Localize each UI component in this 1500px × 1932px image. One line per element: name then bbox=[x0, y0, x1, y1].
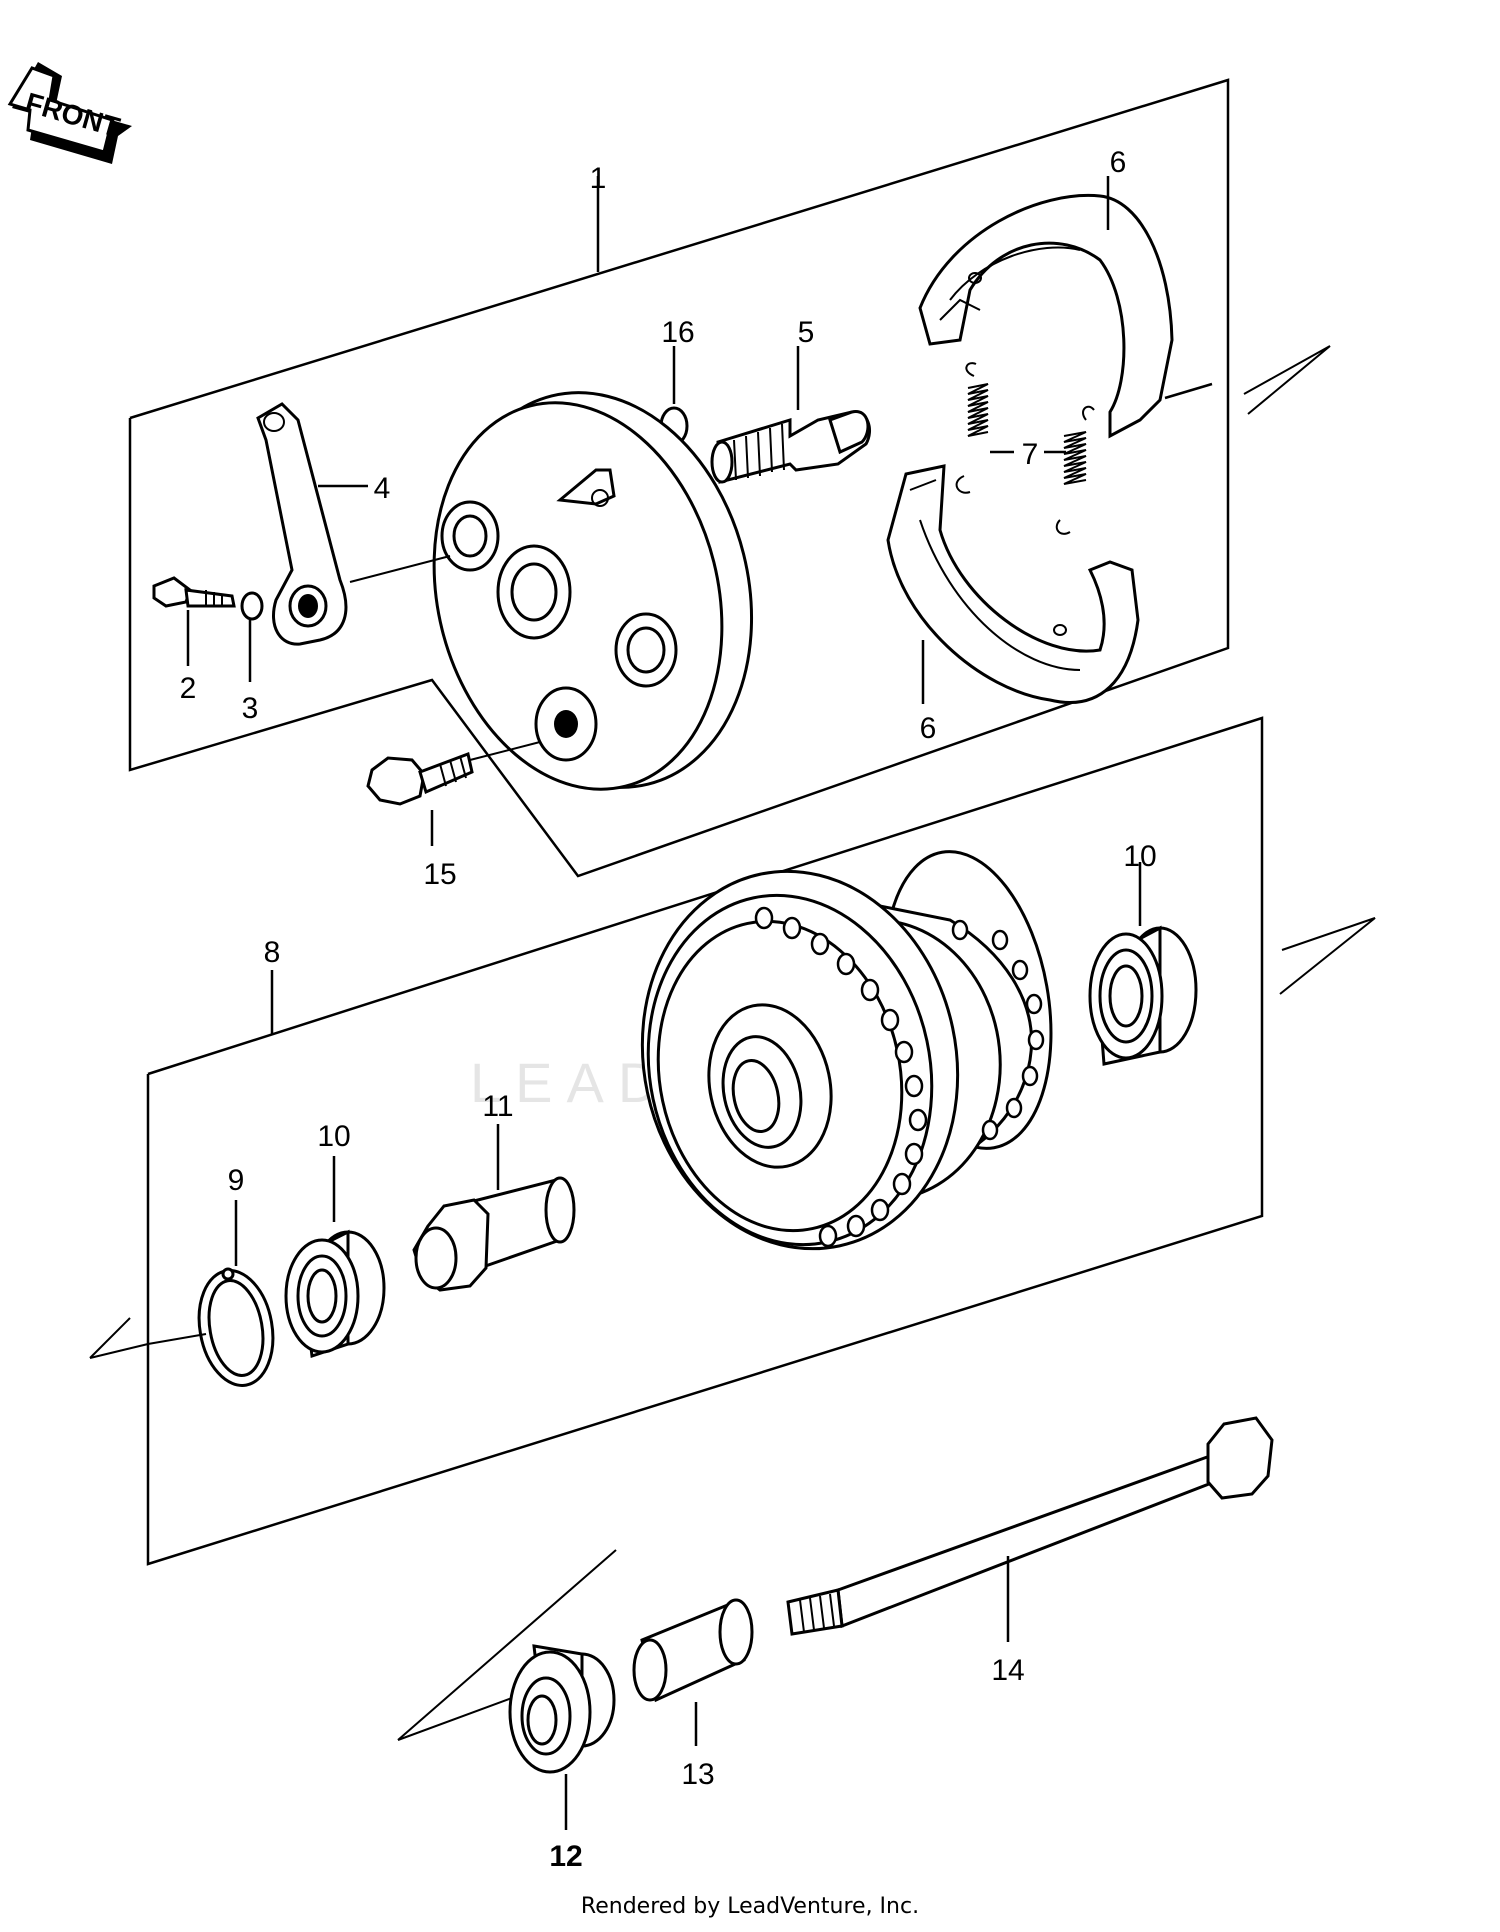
lever-washer bbox=[240, 591, 264, 621]
axle-collar bbox=[508, 1644, 616, 1774]
callout-8: 8 bbox=[264, 936, 281, 969]
brake-camshaft bbox=[710, 410, 871, 484]
callout-10-left: 10 bbox=[317, 1120, 350, 1153]
callout-4: 4 bbox=[374, 472, 391, 505]
wheel-hub bbox=[640, 850, 1053, 1251]
leader-line-15b bbox=[469, 741, 541, 761]
spring-right bbox=[1055, 405, 1095, 535]
callout-6-lower: 6 bbox=[920, 712, 937, 745]
callout-15: 15 bbox=[423, 858, 456, 891]
brake-cam-lever bbox=[256, 402, 348, 646]
leader-line-6a-b bbox=[1164, 382, 1213, 400]
callout-7: 7 bbox=[1022, 438, 1039, 471]
render-credit: Rendered by LeadVenture, Inc. bbox=[580, 1894, 920, 1919]
lever-bolt bbox=[152, 576, 236, 608]
spring-left bbox=[955, 362, 989, 494]
callout-11: 11 bbox=[482, 1090, 513, 1123]
leader-line-lever-plate bbox=[349, 555, 451, 583]
callout-5: 5 bbox=[798, 316, 815, 349]
hub-spacer bbox=[412, 1176, 576, 1292]
hub-assembly-frame bbox=[146, 716, 1264, 1566]
callout-1: 1 bbox=[590, 162, 607, 195]
centerline-marks bbox=[89, 345, 1376, 1741]
brake-panel-assembly-frame bbox=[128, 78, 1230, 878]
circlip bbox=[197, 1267, 275, 1387]
brake-backing-plate bbox=[432, 391, 754, 791]
brake-shoe-lower bbox=[886, 464, 1140, 704]
callout-9: 9 bbox=[228, 1164, 245, 1197]
front-axle bbox=[786, 1416, 1274, 1636]
bearing-left bbox=[284, 1229, 386, 1359]
callout-3: 3 bbox=[242, 692, 259, 725]
callout-14: 14 bbox=[991, 1654, 1024, 1687]
leader-line-9b bbox=[147, 1333, 207, 1345]
bearing-right bbox=[1088, 925, 1198, 1066]
flange-bolt bbox=[366, 751, 474, 806]
brake-shoe-upper bbox=[918, 193, 1174, 439]
callout-16: 16 bbox=[661, 316, 694, 349]
front-arrow-icon: FRONT bbox=[7, 62, 132, 164]
callout-labels: 1 2 3 4 5 6 6 7 8 9 10 10 11 12 13 14 15… bbox=[180, 146, 1157, 1873]
spacer-collar bbox=[632, 1598, 754, 1703]
callout-6-upper: 6 bbox=[1110, 146, 1127, 179]
callout-10-right: 10 bbox=[1123, 840, 1156, 873]
callout-12: 12 bbox=[549, 1840, 582, 1873]
callout-13: 13 bbox=[681, 1758, 714, 1791]
callout-2: 2 bbox=[180, 672, 197, 705]
